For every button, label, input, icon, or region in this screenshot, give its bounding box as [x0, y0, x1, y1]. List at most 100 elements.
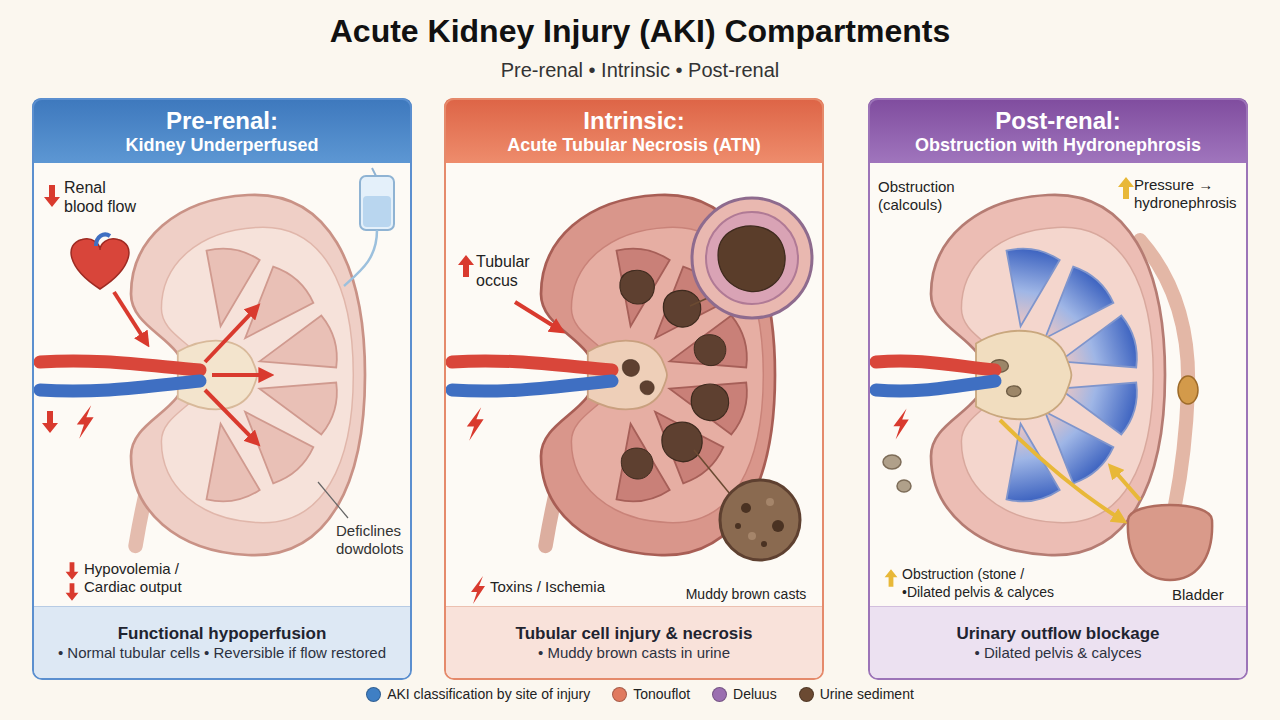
flow-arrow — [515, 302, 560, 330]
lightning-icon — [77, 405, 94, 439]
node-heading: Pre-renal: — [166, 107, 278, 135]
band-text: Urinary outflow blockage• Dilated pelvis… — [880, 623, 1236, 663]
node-heading: Functional hypoperfusion — [44, 623, 400, 644]
sediment-grain — [741, 503, 751, 513]
heart-icon — [71, 239, 129, 289]
panel-ground — [444, 98, 824, 680]
down-arrow-icon — [66, 583, 79, 601]
node-heading: Tubular cell injury & necrosis — [456, 623, 812, 644]
legend-text: Tonouflot — [633, 686, 690, 702]
renal-artery — [876, 361, 995, 370]
sediment-grain — [772, 520, 784, 532]
legend-text: AKI classification by site of injury — [387, 686, 590, 702]
pyramids — [194, 245, 342, 505]
renal-cortex — [931, 195, 1165, 555]
up-arrow-icon — [1118, 177, 1134, 199]
necrotic-cast — [694, 335, 726, 366]
kidney-stone — [1007, 386, 1021, 397]
legend-item: Deluus — [712, 686, 777, 702]
stone — [897, 480, 911, 492]
down-arrow-icon — [66, 562, 79, 580]
annotation-label: •Dilated pelvis & calyces — [902, 584, 1102, 601]
down-arrow-icon — [42, 411, 58, 433]
up-arrow-icon — [885, 569, 898, 587]
flow-arrow — [205, 308, 256, 362]
down-arrow-icon — [44, 185, 60, 207]
kidney — [131, 195, 365, 555]
sediment-grain — [735, 523, 741, 529]
lightning-icon — [893, 409, 908, 440]
summary-band: Functional hypoperfusion• Normal tubular… — [34, 606, 410, 678]
panel-header: Pre-renal:Kidney Underperfused — [34, 100, 410, 163]
annotation-label: Deficlines dowdolots — [336, 522, 410, 558]
necrotic-cast — [622, 360, 639, 377]
summary-band: Urinary outflow blockage• Dilated pelvis… — [870, 606, 1246, 678]
urine-sediment — [720, 480, 800, 560]
summary-band: Tubular cell injury & necrosis• Muddy br… — [446, 606, 822, 678]
panel-ground — [868, 98, 1248, 680]
pressure-arrow — [1112, 468, 1140, 500]
diagram-title: Acute Kidney Injury (AKI) Compartments — [0, 12, 1280, 50]
leader-line — [694, 450, 730, 494]
header-band — [868, 98, 1248, 163]
legend-item: Urine sediment — [799, 686, 914, 702]
tubule-wall — [706, 212, 798, 304]
legend-text: Deluus — [733, 686, 777, 702]
iv-tube — [344, 230, 377, 286]
legend-swatch — [366, 687, 381, 702]
node-heading: Intrinsic: — [583, 107, 684, 135]
necrotic-cast — [640, 381, 654, 395]
annotation-label: Hypovolemia / Cardiac output — [84, 560, 209, 596]
legend-swatch — [612, 687, 627, 702]
sediment-grain — [761, 541, 767, 547]
node-heading: Post-renal: — [995, 107, 1120, 135]
heart-vessel — [96, 234, 110, 246]
band-text: Functional hypoperfusion• Normal tubular… — [44, 623, 400, 663]
lightning-icon — [467, 407, 484, 441]
flow-arrow — [114, 292, 146, 342]
header-band — [444, 98, 824, 163]
band-text: Tubular cell injury & necrosis• Muddy br… — [456, 623, 812, 663]
node-body: Kidney Underperfused — [125, 135, 318, 157]
flow-arrow — [212, 373, 268, 377]
subtitle: Pre-renal • Intrinsic • Post-renal — [0, 58, 1280, 82]
legend-text: Urine sediment — [820, 686, 914, 702]
annotation-label: Toxins / Ischemia — [490, 578, 630, 596]
annotation-label: Tubular occus — [476, 252, 542, 290]
legend-swatch — [799, 687, 814, 702]
legend-swatch — [712, 687, 727, 702]
stone — [883, 455, 901, 469]
iv-bag — [360, 176, 394, 230]
annotation-label: Renal blood flow — [64, 178, 144, 216]
ureteral-stone — [1178, 376, 1198, 404]
lightning-icon — [471, 576, 485, 604]
granular-cast — [718, 226, 785, 292]
dilated-calyx — [994, 419, 1061, 505]
renal-artery — [40, 361, 200, 370]
renal-pyramid — [604, 419, 671, 505]
kidney — [931, 195, 1165, 555]
legend-item: AKI classification by site of injury — [366, 686, 590, 702]
renal-cortex — [131, 195, 365, 555]
necrotic-cast — [663, 291, 700, 328]
renal-artery — [452, 361, 612, 370]
flow-arrow — [205, 390, 256, 442]
annotation-label: Pressure → hydronephrosis — [1134, 176, 1242, 212]
leader-line — [318, 482, 348, 518]
panel-ground — [32, 98, 412, 680]
node-body: • Muddy brown casts in urine — [456, 644, 812, 663]
iv-fluid — [363, 196, 391, 227]
magnified-tubule — [692, 198, 812, 318]
annotation-label: Obstruction (calcouls) — [878, 178, 974, 214]
renal-vein — [40, 381, 200, 391]
dilated-calyx — [994, 245, 1061, 331]
renal-pyramid — [604, 245, 671, 331]
node-body: Obstruction with Hydronephrosis — [915, 135, 1201, 157]
panel-header: Post-renal:Obstruction with Hydronephros… — [870, 100, 1246, 163]
node-heading: Urinary outflow blockage — [880, 623, 1236, 644]
renal-vein — [452, 381, 612, 391]
up-arrow-icon — [458, 255, 474, 277]
renal-pyramid — [194, 245, 261, 331]
annotation-label: Muddy brown casts — [676, 586, 816, 603]
